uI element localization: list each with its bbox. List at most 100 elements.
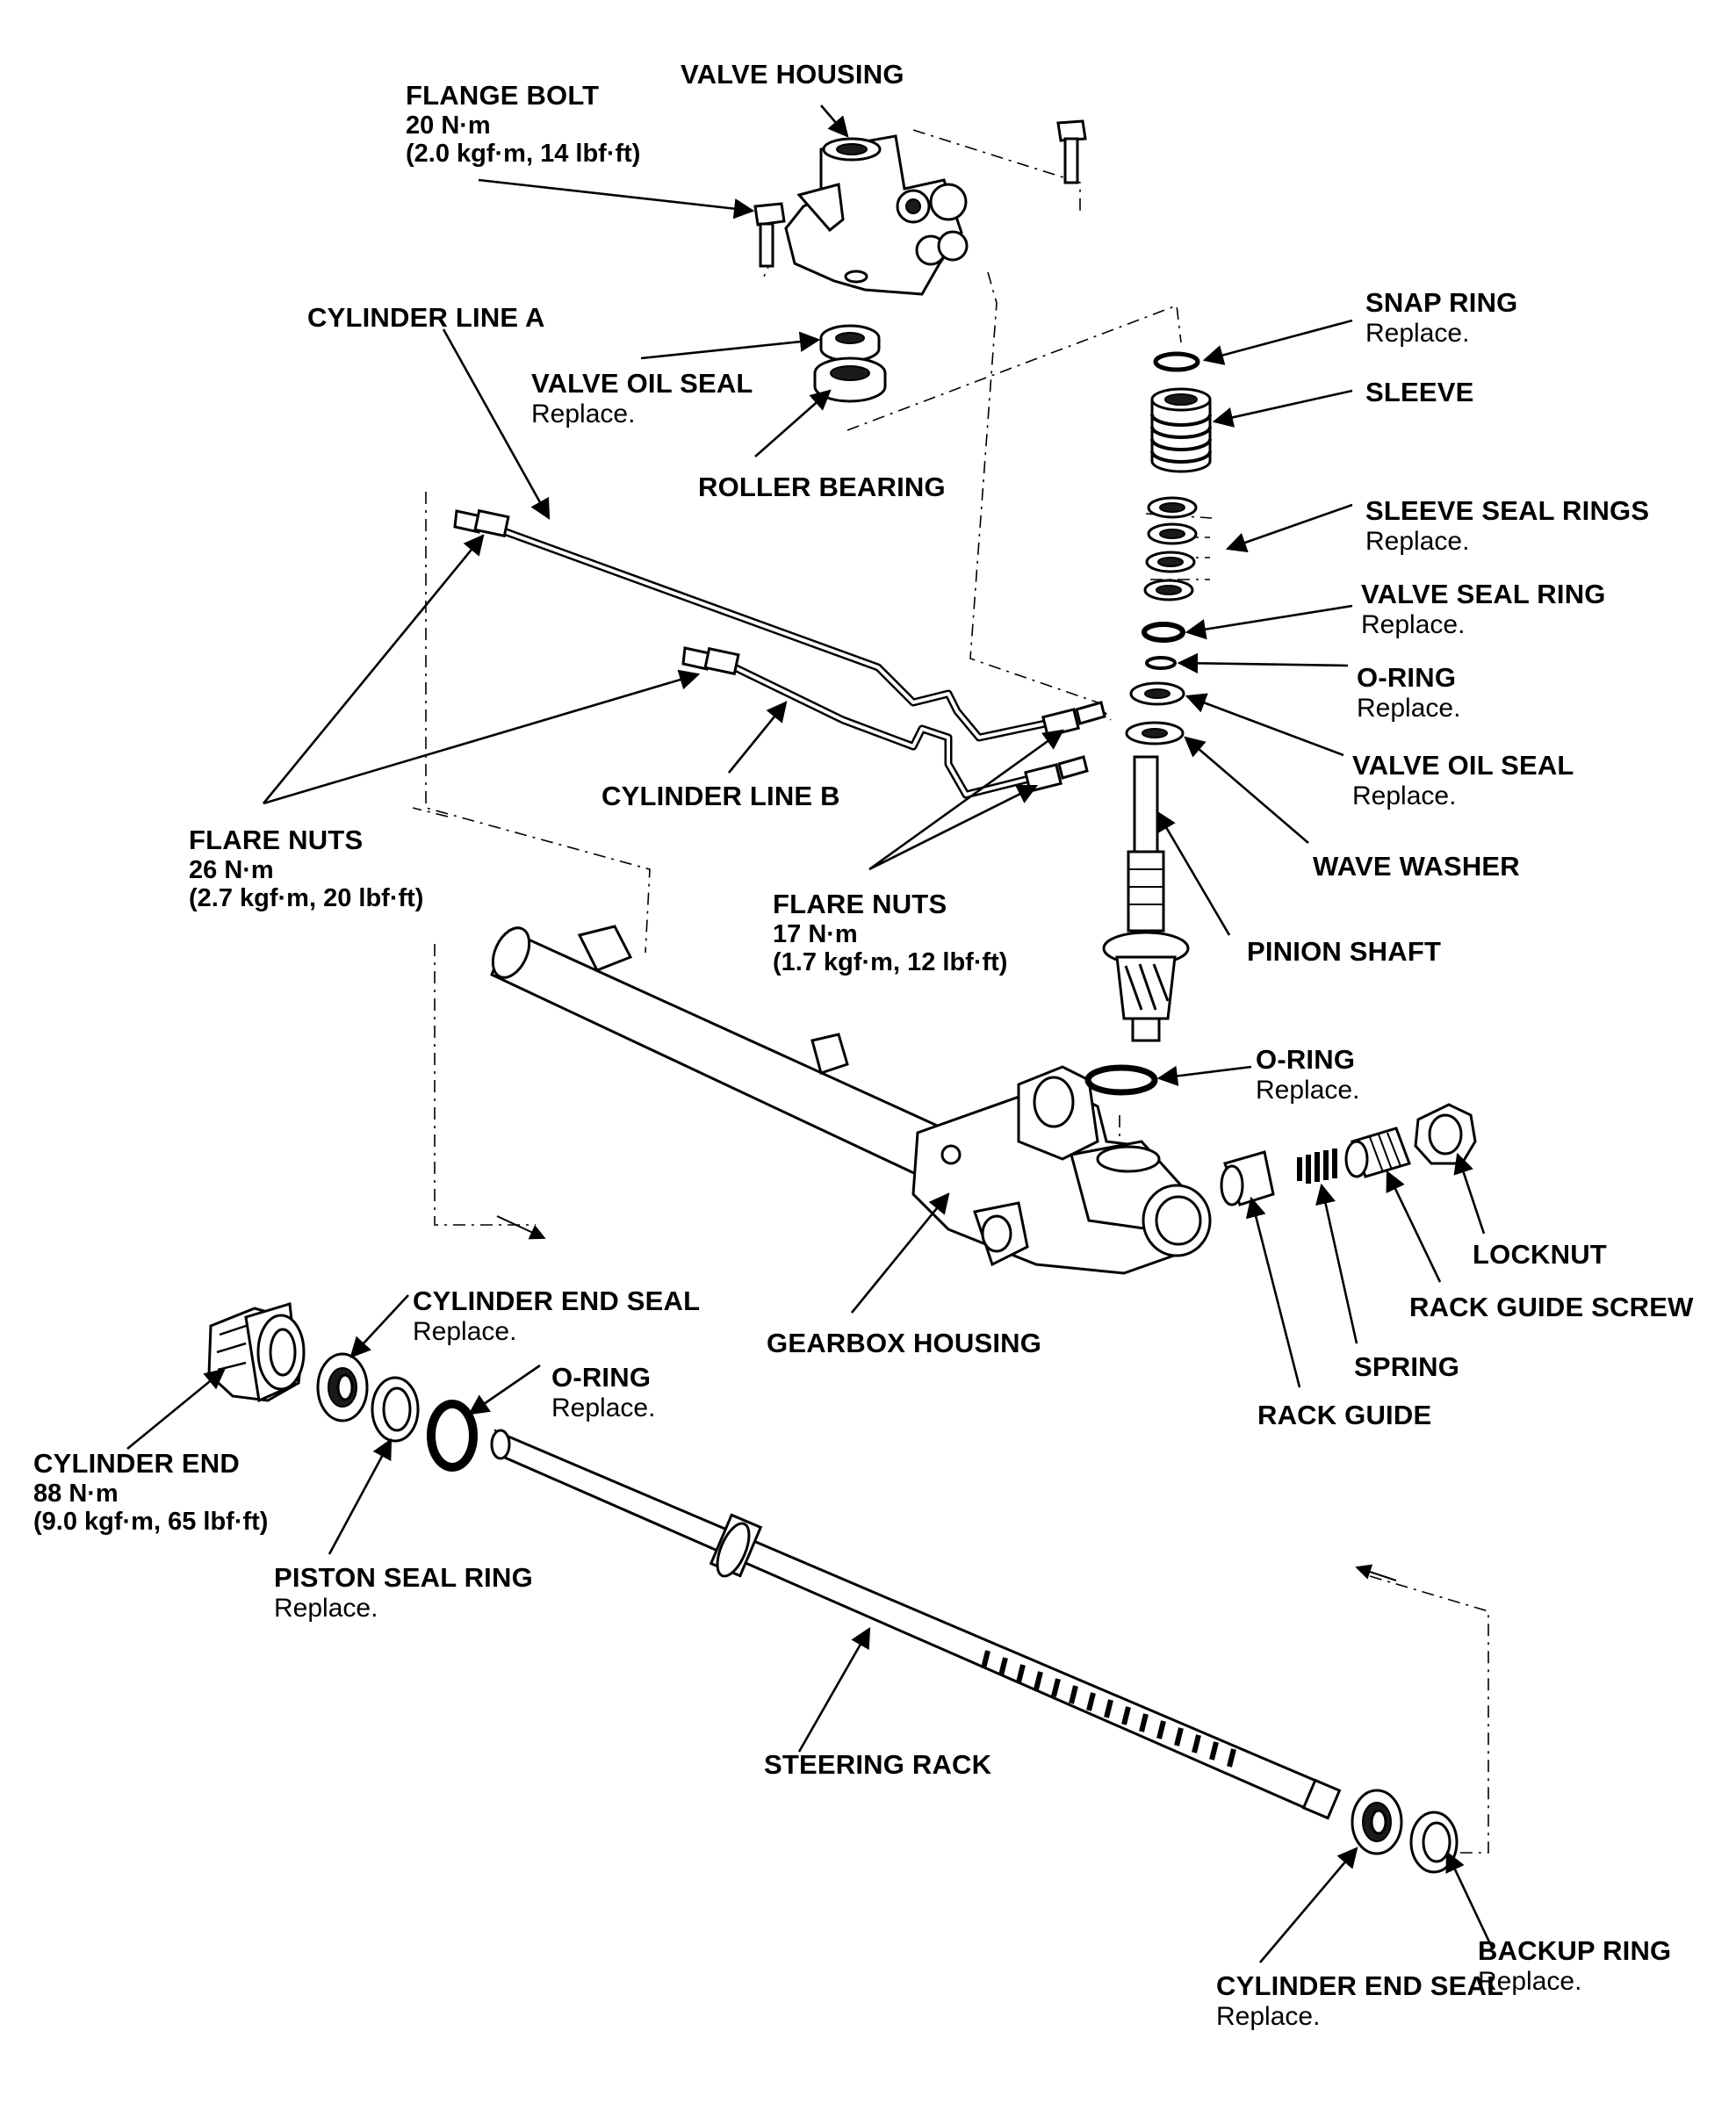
spring-part xyxy=(1297,1149,1337,1184)
label-roller-bearing: ROLLER BEARING xyxy=(698,472,946,503)
steering-rack-name: STEERING RACK xyxy=(764,1749,992,1780)
label-valve-housing: VALVE HOUSING xyxy=(681,59,904,90)
cylinder-end-seal-left-note: Replace. xyxy=(413,1316,517,1346)
cylinder-line-b-part xyxy=(681,646,1041,799)
o-ring-gearbox-part xyxy=(1084,1064,1158,1096)
label-spring: SPRING xyxy=(1354,1351,1460,1383)
label-cylinder-end-seal-left: CYLINDER END SEAL Replace. xyxy=(413,1285,701,1346)
spring-name: SPRING xyxy=(1354,1351,1460,1382)
o-ring-lower-note: Replace. xyxy=(551,1393,656,1422)
cylinder-end-torque: 88 N·m xyxy=(33,1479,119,1508)
pinion-shaft-part xyxy=(1102,755,1190,1042)
roller-bearing-part xyxy=(813,356,887,403)
valve-housing-part xyxy=(784,134,969,296)
valve-oil-seal-top-part xyxy=(819,324,881,363)
label-rack-guide-screw: RACK GUIDE SCREW xyxy=(1409,1292,1694,1323)
piston-seal-ring-part xyxy=(371,1376,420,1443)
roller-bearing-name: ROLLER BEARING xyxy=(698,472,946,502)
label-flange-bolt: FLANGE BOLT 20 N·m (2.0 kgf·m, 14 lbf·ft… xyxy=(406,80,641,169)
flange-bolt-name: FLANGE BOLT xyxy=(406,80,600,111)
label-rack-guide: RACK GUIDE xyxy=(1257,1400,1432,1431)
cylinder-end-name: CYLINDER END xyxy=(33,1448,240,1479)
flange-bolt-torque: 20 N·m xyxy=(406,111,491,140)
valve-oil-seal-top-note: Replace. xyxy=(531,399,636,428)
valve-oil-seal-lower-part xyxy=(1129,681,1185,706)
gearbox-housing-name: GEARBOX HOUSING xyxy=(767,1328,1042,1358)
label-steering-rack: STEERING RACK xyxy=(764,1749,992,1781)
label-o-ring-gearbox: O-RING Replace. xyxy=(1256,1044,1359,1105)
label-piston-seal-ring: PISTON SEAL RING Replace. xyxy=(274,1562,533,1623)
label-cylinder-line-b: CYLINDER LINE B xyxy=(601,781,840,812)
label-o-ring-lower: O-RING Replace. xyxy=(551,1362,656,1422)
sleeve-seal-rings-part xyxy=(1143,496,1198,601)
backup-ring-part xyxy=(1409,1811,1459,1874)
valve-seal-ring-note: Replace. xyxy=(1361,609,1466,639)
label-cylinder-end: CYLINDER END 88 N·m (9.0 kgf·m, 65 lbf·f… xyxy=(33,1448,269,1537)
label-flare-nuts-right: FLARE NUTS 17 N·m (1.7 kgf·m, 12 lbf·ft) xyxy=(773,889,1007,977)
label-sleeve: SLEEVE xyxy=(1365,377,1474,408)
snap-ring-name: SNAP RING xyxy=(1365,287,1518,318)
o-ring-gearbox-name: O-RING xyxy=(1256,1044,1356,1075)
flange-bolt-torque-alt: (2.0 kgf·m, 14 lbf·ft) xyxy=(406,140,641,169)
steering-rack-part xyxy=(490,1429,1342,1820)
label-valve-oil-seal-lower: VALVE OIL SEAL Replace. xyxy=(1352,750,1574,810)
rack-guide-name: RACK GUIDE xyxy=(1257,1400,1432,1430)
valve-oil-seal-lower-note: Replace. xyxy=(1352,781,1457,810)
cylinder-line-b-name: CYLINDER LINE B xyxy=(601,781,840,811)
valve-seal-ring-name: VALVE SEAL RING xyxy=(1361,579,1606,609)
o-ring-lower-part xyxy=(427,1400,478,1472)
leader-lines xyxy=(126,104,1495,1963)
label-wave-washer: WAVE WASHER xyxy=(1313,851,1520,882)
cylinder-end-part xyxy=(207,1302,306,1403)
label-gearbox-housing: GEARBOX HOUSING xyxy=(767,1328,1042,1359)
locknut-name: LOCKNUT xyxy=(1473,1239,1607,1270)
cylinder-end-seal-right-part xyxy=(1351,1789,1403,1855)
piston-seal-ring-note: Replace. xyxy=(274,1593,378,1623)
flare-nuts-right-name: FLARE NUTS xyxy=(773,889,947,919)
gearbox-housing-part xyxy=(490,925,1212,1275)
valve-housing-name: VALVE HOUSING xyxy=(681,59,904,90)
piston-seal-ring-name: PISTON SEAL RING xyxy=(274,1562,533,1593)
rack-guide-screw-name: RACK GUIDE SCREW xyxy=(1409,1292,1694,1322)
cylinder-end-torque-alt: (9.0 kgf·m, 65 lbf·ft) xyxy=(33,1508,269,1537)
sleeve-name: SLEEVE xyxy=(1365,377,1474,407)
label-flare-nuts-left: FLARE NUTS 26 N·m (2.7 kgf·m, 20 lbf·ft) xyxy=(189,825,423,913)
sleeve-seal-rings-note: Replace. xyxy=(1365,526,1470,556)
label-sleeve-seal-rings: SLEEVE SEAL RINGS Replace. xyxy=(1365,495,1650,556)
rack-guide-part xyxy=(1220,1150,1275,1206)
label-backup-ring: BACKUP RING Replace. xyxy=(1478,1935,1672,1996)
valve-oil-seal-top-name: VALVE OIL SEAL xyxy=(531,368,753,399)
flare-nuts-left-torque-alt: (2.7 kgf·m, 20 lbf·ft) xyxy=(189,884,424,913)
sleeve-seal-rings-name: SLEEVE SEAL RINGS xyxy=(1365,495,1650,526)
sleeve-part xyxy=(1150,387,1212,473)
o-ring-lower-name: O-RING xyxy=(551,1362,652,1393)
cylinder-line-a-name: CYLINDER LINE A xyxy=(307,302,545,333)
snap-ring-note: Replace. xyxy=(1365,318,1470,348)
o-ring-upper-note: Replace. xyxy=(1357,693,1461,723)
flare-nuts-left-name: FLARE NUTS xyxy=(189,825,364,855)
label-valve-oil-seal-top: VALVE OIL SEAL Replace. xyxy=(531,368,753,428)
label-cylinder-line-a: CYLINDER LINE A xyxy=(307,302,545,334)
label-locknut: LOCKNUT xyxy=(1473,1239,1607,1271)
label-valve-seal-ring: VALVE SEAL RING Replace. xyxy=(1361,579,1606,639)
flare-nuts-right-torque: 17 N·m xyxy=(773,919,858,948)
label-o-ring-upper: O-RING Replace. xyxy=(1357,662,1461,723)
label-cylinder-end-seal-right: CYLINDER END SEAL Replace. xyxy=(1216,1970,1504,2031)
flare-nuts-left-torque: 26 N·m xyxy=(189,855,274,884)
flare-nuts-right-part xyxy=(1024,701,1106,793)
valve-seal-ring-part xyxy=(1142,622,1185,643)
label-snap-ring: SNAP RING Replace. xyxy=(1365,287,1518,348)
backup-ring-name: BACKUP RING xyxy=(1478,1935,1672,1966)
valve-oil-seal-lower-name: VALVE OIL SEAL xyxy=(1352,750,1574,781)
cylinder-end-seal-right-name: CYLINDER END SEAL xyxy=(1216,1970,1504,2001)
flare-nuts-right-torque-alt: (1.7 kgf·m, 12 lbf·ft) xyxy=(773,948,1008,977)
cylinder-end-seal-right-note: Replace. xyxy=(1216,2001,1321,2031)
o-ring-upper-part xyxy=(1145,656,1177,670)
rack-guide-screw-part xyxy=(1344,1127,1411,1178)
cylinder-end-seal-left-name: CYLINDER END SEAL xyxy=(413,1285,701,1316)
cylinder-line-a-part xyxy=(453,508,1058,742)
pinion-shaft-name: PINION SHAFT xyxy=(1247,936,1442,967)
snap-ring-part xyxy=(1153,351,1200,372)
locknut-part xyxy=(1414,1103,1477,1165)
wave-washer-part xyxy=(1125,721,1185,745)
